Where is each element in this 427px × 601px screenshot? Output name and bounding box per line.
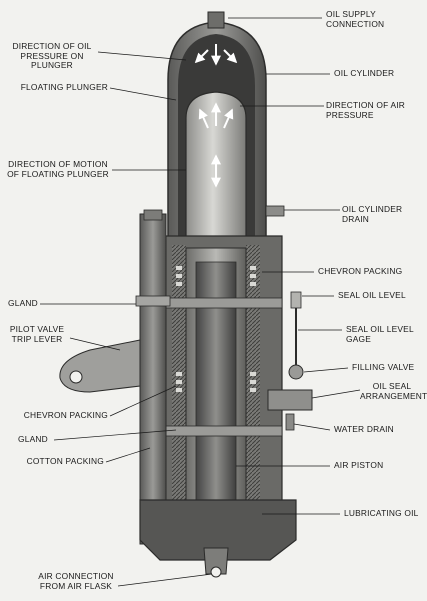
label-direction-oil-pressure: DIRECTION OF OIL PRESSURE ON PLUNGER xyxy=(12,41,92,71)
label-cotton-packing: COTTON PACKING xyxy=(26,456,104,466)
pilot-valve-trip-lever xyxy=(59,339,141,393)
label-water-drain: WATER DRAIN xyxy=(334,424,394,434)
label-direction-motion-plunger: DIRECTION OF MOTION OF FLOATING PLUNGER xyxy=(7,159,109,179)
chevron-packing-lower xyxy=(176,372,256,392)
label-seal-oil-level: SEAL OIL LEVEL xyxy=(338,290,406,300)
label-air-connection: AIR CONNECTION FROM AIR FLASK xyxy=(38,571,114,591)
label-chevron-packing-lower: CHEVRON PACKING xyxy=(23,410,108,420)
pilot-valve-column xyxy=(139,213,167,545)
label-oil-seal-arrangement: OIL SEAL ARRANGEMENT xyxy=(360,381,427,401)
pilot-valve-gland xyxy=(135,295,171,307)
oil-pressure-arrows xyxy=(194,44,238,66)
air-connection-port xyxy=(210,566,222,578)
seal-oil-level-cup xyxy=(290,291,302,309)
label-oil-cylinder-drain: OIL CYLINDER DRAIN xyxy=(342,204,403,224)
label-oil-cylinder: OIL CYLINDER xyxy=(334,68,395,78)
pilot-valve-cap xyxy=(143,209,163,221)
label-seal-oil-level-gage: SEAL OIL LEVEL GAGE xyxy=(346,324,414,344)
gland-band-lower xyxy=(149,425,283,437)
label-air-piston: AIR PISTON xyxy=(334,460,384,470)
label-chevron-packing-upper: CHEVRON PACKING xyxy=(318,266,403,276)
oil-supply-fitting xyxy=(207,11,225,29)
leader-lines xyxy=(40,17,361,587)
oil-seal-arrangement-body xyxy=(267,389,313,411)
air-connection-nozzle xyxy=(203,547,229,575)
label-oil-supply-connection: OIL SUPPLY CONNECTION xyxy=(326,9,385,29)
air-pressure-arrows xyxy=(198,102,234,129)
label-lubricating-oil: LUBRICATING OIL xyxy=(344,508,419,518)
base-flange xyxy=(139,499,297,561)
label-pilot-valve-trip-lever: PILOT VALVE TRIP LEVER xyxy=(9,324,65,344)
label-gland-lower: GLAND xyxy=(18,434,48,444)
label-gland-upper: GLAND xyxy=(8,298,38,308)
chevron-packing-upper xyxy=(176,266,256,286)
label-floating-plunger: FLOATING PLUNGER xyxy=(20,82,108,92)
filling-valve xyxy=(288,364,304,380)
trip-lever-hole xyxy=(69,370,83,384)
label-filling-valve: FILLING VALVE xyxy=(352,362,415,372)
label-direction-air-pressure: DIRECTION OF AIR PRESSURE xyxy=(326,100,406,120)
oil-cylinder-drain-valve xyxy=(265,205,285,217)
water-drain-valve xyxy=(285,413,295,431)
